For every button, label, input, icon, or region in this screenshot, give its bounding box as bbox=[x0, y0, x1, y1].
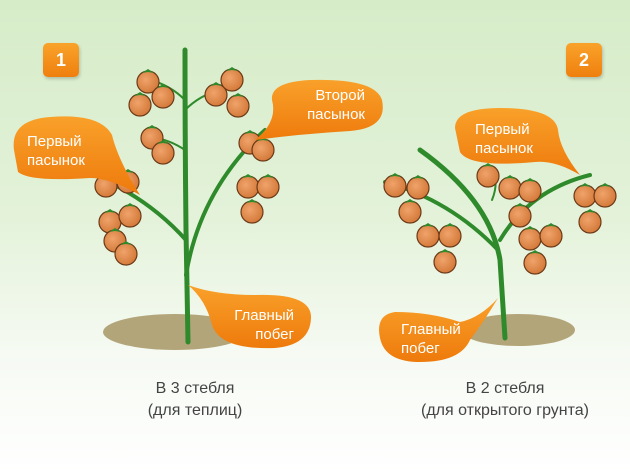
tomato-leaf bbox=[262, 174, 274, 178]
tomato-leaf bbox=[524, 226, 536, 230]
callout-line: Главный bbox=[401, 321, 461, 338]
tomato-leaf bbox=[134, 92, 146, 96]
callout-line: побег bbox=[401, 340, 440, 357]
tomato-leaf bbox=[109, 228, 121, 232]
soil-2 bbox=[461, 314, 575, 346]
tomato-leaf bbox=[529, 250, 541, 254]
tomato-leaf bbox=[157, 140, 169, 144]
callout-line: пасынок bbox=[27, 152, 85, 169]
tomato-leaf bbox=[157, 84, 169, 88]
callout-plant1-main-shoot: Главный побег bbox=[228, 306, 294, 344]
caption-line: В 3 стебля bbox=[155, 380, 235, 397]
callout-line: пасынок bbox=[307, 106, 365, 123]
tomato-leaf bbox=[257, 137, 269, 141]
tomato-leaf bbox=[404, 199, 416, 203]
tomato-leaf bbox=[120, 241, 132, 245]
caption-plant2: В 2 стебля (для открытого грунта) bbox=[400, 378, 610, 422]
tomato-leaf bbox=[210, 82, 222, 86]
tomato-leaf bbox=[524, 178, 536, 182]
callout-line: Второй bbox=[315, 87, 365, 104]
tomato-leaf bbox=[246, 199, 258, 203]
tomato-leaf bbox=[146, 125, 158, 129]
callout-line: Первый bbox=[475, 121, 530, 138]
tomato-leaf bbox=[504, 175, 516, 179]
callout-plant1-second-shoot: Второй пасынок bbox=[295, 86, 365, 124]
tomato-leaf bbox=[124, 203, 136, 207]
callout-line: Главный bbox=[234, 307, 294, 324]
callout-plant2-first-shoot: Первый пасынок bbox=[475, 120, 533, 158]
tomato-leaf bbox=[244, 130, 256, 134]
tomato-leaf bbox=[579, 183, 591, 187]
number-badge-2: 2 bbox=[566, 43, 602, 77]
tomato-leaf bbox=[444, 223, 456, 227]
tomato-leaf bbox=[599, 183, 611, 187]
soil-1 bbox=[103, 314, 247, 350]
tomato-leaf bbox=[439, 249, 451, 253]
tomato-leaf bbox=[412, 175, 424, 179]
tomato-leaf bbox=[584, 209, 596, 213]
caption-plant1: В 3 стебля (для теплиц) bbox=[130, 378, 260, 422]
caption-line: В 2 стебля bbox=[465, 380, 545, 397]
tomato-leaf bbox=[142, 69, 154, 73]
caption-line: (для открытого грунта) bbox=[420, 402, 590, 419]
tomato-leaf bbox=[226, 67, 238, 71]
tomato-leaf bbox=[242, 174, 254, 178]
tomato-leaf bbox=[389, 173, 401, 177]
tomato-leaf bbox=[545, 223, 557, 227]
tomato-leaf bbox=[232, 93, 244, 97]
callout-plant2-main-shoot: Главный побег bbox=[401, 320, 461, 358]
tomatoes bbox=[94, 67, 617, 275]
number-badge-1: 1 bbox=[43, 43, 79, 77]
caption-line: (для теплиц) bbox=[147, 402, 243, 419]
callout-line: побег bbox=[255, 326, 294, 343]
callout-line: Первый bbox=[27, 133, 82, 150]
tomato-leaf bbox=[422, 223, 434, 227]
tomato-leaf bbox=[514, 203, 526, 207]
callout-plant1-first-shoot: Первый пасынок bbox=[27, 132, 85, 170]
tomato-leaf bbox=[104, 209, 116, 213]
callout-line: пасынок bbox=[475, 140, 533, 157]
tomato-leaf bbox=[482, 163, 494, 167]
